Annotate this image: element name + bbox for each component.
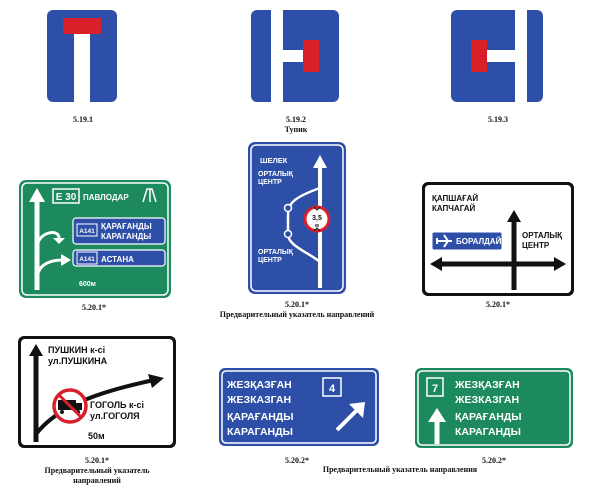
caption-white-left-title-1: Предварительный указатель xyxy=(44,466,150,475)
svg-text:АСТАНА: АСТАНА xyxy=(101,255,134,264)
svg-text:ЖЕЗКАЗГАН: ЖЕЗКАЗГАН xyxy=(454,394,519,406)
dest-shelek: ШЕЛЕК xyxy=(260,156,288,165)
dead-end-sign-5-19-3 xyxy=(448,7,546,105)
svg-text:7: 7 xyxy=(432,383,438,395)
motorway-icon xyxy=(142,188,157,203)
svg-text:ЦЕНТР: ЦЕНТР xyxy=(258,257,282,264)
direction-sign-green-zhezkazgan: 7 ЖЕЗҚАЗҒАН ЖЕЗКАЗГАН ҚАРАҒАНДЫ КАРАГАНД… xyxy=(415,368,573,448)
svg-text:ЖЕЗҚАЗҒАН: ЖЕЗҚАЗҒАН xyxy=(226,379,292,391)
height-limit-value: 3,5 xyxy=(312,215,322,222)
svg-text:ул.ГОГОЛЯ: ул.ГОГОЛЯ xyxy=(90,411,140,421)
svg-text:ҚАРАҒАНДЫ: ҚАРАҒАНДЫ xyxy=(101,222,152,231)
caption-blue-center-title: Предварительный указатель направлений xyxy=(219,310,375,319)
dest-pavlodar: ПАВЛОДАР xyxy=(83,193,129,202)
direction-sign-green-pavlodar: E 30 ПАВЛОДАР A141 ҚАРАҒАНДЫ КАРАГАНДЫ A… xyxy=(19,180,171,298)
svg-text:ЦЕНТР: ЦЕНТР xyxy=(258,179,282,186)
caption-5-19-2-title: Тупик xyxy=(284,125,308,134)
svg-text:ПУШКИН к-сі: ПУШКИН к-сі xyxy=(48,345,105,355)
svg-text:КАРАГАНДЫ: КАРАГАНДЫ xyxy=(101,232,151,241)
svg-text:ЖЕЗКАЗГАН: ЖЕЗКАЗГАН xyxy=(226,394,291,406)
caption-5-19-2: 5.19.2 xyxy=(286,115,306,124)
dead-end-sign-5-19-2 xyxy=(248,7,342,105)
caption-white-left-title-2: направлений xyxy=(73,476,121,485)
caption-5-19-3: 5.19.3 xyxy=(488,115,508,124)
direction-sign-white-pushkin: ПУШКИН к-сі ул.ПУШКИНА ГОГОЛЬ к-сі ул.ГО… xyxy=(18,336,176,448)
svg-text:ОРТАЛЫҚ: ОРТАЛЫҚ xyxy=(522,231,562,240)
svg-text:ЖЕЗҚАЗҒАН: ЖЕЗҚАЗҒАН xyxy=(454,379,520,391)
caption-green-sign: 5.20.1* xyxy=(82,303,106,312)
svg-text:A141: A141 xyxy=(79,256,95,263)
svg-text:ҚАПШАҒАЙ: ҚАПШАҒАЙ xyxy=(432,194,478,203)
svg-text:КАПЧАГАЙ: КАПЧАГАЙ xyxy=(432,204,476,213)
arrow-up-right-icon xyxy=(335,408,359,432)
caption-blue-center: 5.20.1* xyxy=(285,300,309,309)
svg-text:4: 4 xyxy=(329,383,336,395)
svg-text:A141: A141 xyxy=(79,228,95,235)
caption-blue-bottom-title: Предварительный указатель направления xyxy=(322,465,478,474)
airplane-icon xyxy=(436,234,452,248)
dead-end-sign-5-19-1 xyxy=(44,7,120,105)
direction-sign-blue-zhezkazgan: ЖЕЗҚАЗҒАН ЖЕЗКАЗГАН ҚАРАҒАНДЫ КАРАГАНДЫ … xyxy=(219,368,379,446)
svg-text:ГОГОЛЬ к-сі: ГОГОЛЬ к-сі xyxy=(90,400,144,410)
caption-white-right: 5.20.1* xyxy=(486,300,510,309)
svg-text:КАРАГАНДЫ: КАРАГАНДЫ xyxy=(455,426,521,438)
caption-blue-bottom: 5.20.2* xyxy=(285,456,309,465)
caption-5-19-1: 5.19.1 xyxy=(73,115,93,124)
svg-text:ҚАРАҒАНДЫ: ҚАРАҒАНДЫ xyxy=(455,411,522,423)
direction-sign-blue-shelek: ШЕЛЕК ОРТАЛЫҚ ЦЕНТР 3,5 м ОРТАЛЫҚ ЦЕНТР xyxy=(248,142,346,294)
svg-text:БОРАЛДАЙ: БОРАЛДАЙ xyxy=(456,237,502,246)
svg-text:ОРТАЛЫҚ: ОРТАЛЫҚ xyxy=(258,171,294,178)
route-e30: E 30 xyxy=(56,192,77,203)
svg-text:ОРТАЛЫҚ: ОРТАЛЫҚ xyxy=(258,249,294,256)
caption-green-bottom: 5.20.2* xyxy=(482,456,506,465)
svg-text:ҚАРАҒАНДЫ: ҚАРАҒАНДЫ xyxy=(227,411,294,423)
caption-white-left: 5.20.1* xyxy=(85,456,109,465)
svg-text:ЦЕНТР: ЦЕНТР xyxy=(522,241,550,250)
direction-sign-white-kapshagay: ҚАПШАҒАЙ КАПЧАГАЙ БОРАЛДАЙ ОРТАЛЫҚ ЦЕНТР xyxy=(422,182,574,296)
svg-text:ул.ПУШКИНА: ул.ПУШКИНА xyxy=(48,356,108,366)
svg-text:КАРАГАНДЫ: КАРАГАНДЫ xyxy=(227,426,293,438)
svg-text:м: м xyxy=(315,223,319,229)
svg-text:600м: 600м xyxy=(79,281,96,288)
svg-text:50м: 50м xyxy=(88,431,105,441)
